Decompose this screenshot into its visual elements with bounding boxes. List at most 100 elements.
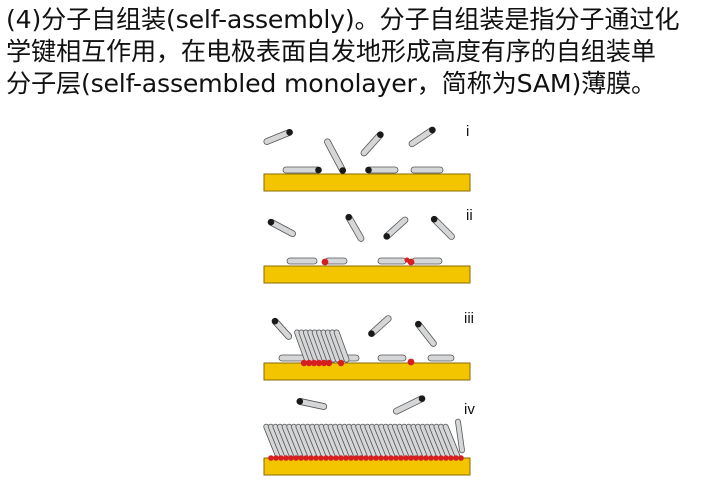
molecule (408, 126, 436, 148)
molecule (377, 354, 407, 362)
molecule-body (324, 257, 348, 265)
bond-site (321, 258, 329, 266)
molecule (296, 398, 328, 410)
molecule (333, 329, 350, 363)
bond-site (353, 455, 359, 461)
substrate-ii (263, 265, 471, 284)
head-group (365, 166, 372, 174)
molecule-body (286, 257, 318, 265)
bond-site (333, 455, 339, 461)
molecule (415, 320, 437, 347)
molecule (324, 138, 347, 174)
bond-site (300, 359, 308, 367)
bond-site (303, 455, 309, 461)
head-group (271, 317, 279, 325)
bond-site (453, 455, 459, 461)
head-group (429, 126, 436, 134)
bond-site (323, 455, 329, 461)
molecule (393, 395, 426, 415)
panel-label-iii: iii (464, 310, 474, 327)
molecule (267, 218, 296, 238)
bond-site (383, 455, 389, 461)
molecule-body (393, 395, 425, 415)
molecule (345, 213, 365, 242)
bond-site (373, 455, 379, 461)
head-group (315, 166, 322, 174)
bond-site (348, 455, 354, 461)
bond-site (363, 455, 369, 461)
molecule (430, 215, 455, 240)
molecule (411, 257, 443, 265)
molecule (263, 129, 293, 145)
bond-site (388, 455, 394, 461)
head-group (267, 218, 275, 226)
bond-site (407, 358, 415, 366)
molecule-body (333, 329, 350, 363)
molecule (282, 166, 322, 174)
bond-site (448, 455, 454, 461)
paragraph-line-3: 分子层(self-assembled monolayer，简称为SAM)薄膜。 (6, 69, 657, 98)
molecule (368, 315, 392, 337)
molecule (410, 166, 444, 174)
molecule (427, 354, 455, 362)
molecule (360, 131, 384, 157)
head-group (345, 213, 353, 221)
molecule (286, 257, 318, 265)
bond-site (318, 455, 324, 461)
bond-site (418, 455, 424, 461)
molecule (365, 166, 399, 174)
head-group (286, 129, 293, 136)
bond-site (413, 455, 419, 461)
panel-ii: ii (263, 207, 473, 284)
bond-site (310, 359, 318, 367)
bond-site (398, 455, 404, 461)
molecule (455, 418, 465, 454)
head-group (377, 131, 384, 139)
bond-site (315, 359, 323, 367)
bond-site (338, 455, 344, 461)
molecule-body (410, 166, 444, 174)
substrate-i (263, 173, 471, 192)
head-group (339, 167, 347, 174)
bond-site (343, 455, 349, 461)
head-group (430, 215, 438, 223)
bond-site (283, 455, 289, 461)
molecule-body (377, 354, 407, 362)
molecules (263, 126, 465, 461)
head-group (418, 395, 426, 402)
substrate-iii (263, 362, 471, 381)
molecule-body (411, 257, 443, 265)
bond-site (337, 359, 345, 367)
bond-site (298, 455, 304, 461)
head-group (296, 398, 304, 405)
bond-site (403, 455, 409, 461)
bond-site (428, 455, 434, 461)
paragraph-line-2: 学键相互作用，在电极表面自发地形成高度有序的自组装单 (6, 37, 656, 66)
bond-site (408, 455, 414, 461)
bond-site (433, 455, 439, 461)
molecule-body (455, 418, 465, 454)
bond-site (308, 455, 314, 461)
bond-site (268, 455, 274, 461)
bond-site (305, 359, 313, 367)
bond-site (404, 257, 410, 263)
panel-label-ii: ii (466, 207, 473, 224)
panel-label-i: i (466, 123, 469, 140)
bond-site (320, 359, 328, 367)
bond-site (293, 455, 299, 461)
molecule (383, 216, 409, 240)
paragraph: (4)分子自组装(self-assembly)。分子自组装是指分子通过化 学键相… (6, 4, 706, 100)
bond-site (313, 455, 319, 461)
molecule-body (377, 257, 407, 265)
self-assembly-figure: i ii iii iv (230, 118, 490, 487)
molecule (324, 257, 348, 265)
panel-iii: iii (263, 310, 474, 381)
head-group (415, 320, 422, 328)
paragraph-line-1: (4)分子自组装(self-assembly)。分子自组装是指分子通过化 (6, 5, 680, 34)
molecule (271, 317, 293, 340)
panel-iv: iv (263, 401, 475, 476)
molecule-body (427, 354, 455, 362)
bond-site (278, 455, 284, 461)
bond-site (273, 455, 279, 461)
molecule (377, 257, 407, 265)
